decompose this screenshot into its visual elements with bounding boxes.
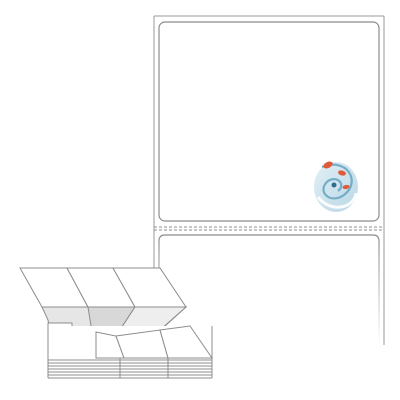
stack-label-3 <box>159 325 213 359</box>
swirl-logo-icon <box>314 161 358 212</box>
label-second <box>158 234 380 345</box>
perforation <box>154 226 384 231</box>
fanfold-stack <box>19 267 213 379</box>
